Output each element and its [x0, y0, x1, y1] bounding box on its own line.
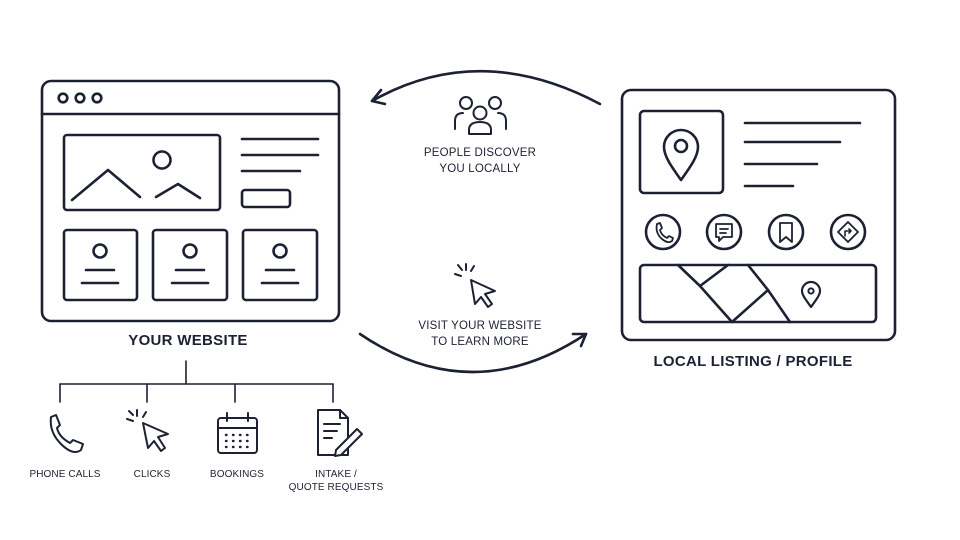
outcome-label: CLICKS [133, 469, 171, 480]
discover-caption: PEOPLE DISCOVER YOU LOCALLY [400, 145, 560, 177]
cursor-click-icon [454, 263, 496, 308]
outcome-clicks: CLICKS [112, 468, 192, 481]
visit-line-1: VISIT YOUR WEBSITE [418, 320, 542, 332]
visit-line-2: TO LEARN MORE [431, 336, 529, 348]
discover-line-1: PEOPLE DISCOVER [423, 147, 537, 159]
map-pin-icon [638, 109, 725, 195]
cursor-click-icon [126, 409, 169, 452]
profile-card-icon [151, 228, 229, 302]
outcome-label: PHONE CALLS [29, 469, 101, 480]
text-lines [240, 137, 320, 173]
listing-card [620, 88, 897, 342]
phone-icon [49, 414, 84, 453]
discover-line-2: YOU LOCALLY [439, 163, 521, 175]
phone-icon [644, 213, 682, 251]
flow-arrow-top [370, 69, 602, 106]
directions-icon [829, 213, 867, 251]
outcome-label: BOOKINGS [209, 469, 265, 480]
browser-window-icon [40, 79, 341, 323]
calendar-icon [217, 412, 258, 454]
visit-caption: VISIT YOUR WEBSITE TO LEARN MORE [390, 318, 570, 350]
outcome-bookings: BOOKINGS [192, 468, 282, 481]
profile-card-icon [62, 228, 139, 302]
outcome-label: INTAKE / [315, 469, 357, 480]
profile-card-icon [241, 228, 319, 302]
message-icon [705, 213, 743, 251]
form-edit-icon [317, 409, 363, 457]
website-label: YOUR WEBSITE [128, 332, 248, 349]
outcome-connector-tree [59, 360, 334, 403]
outcome-intake: INTAKE / QUOTE REQUESTS [281, 468, 391, 494]
listing-text-lines [743, 121, 862, 188]
people-group-icon [454, 96, 507, 135]
listing-label: LOCAL LISTING / PROFILE [653, 353, 853, 370]
image-placeholder-icon [62, 133, 222, 212]
flow-arrow-bottom [358, 332, 588, 374]
map-icon [638, 263, 878, 324]
outcome-label-line-2: QUOTE REQUESTS [288, 482, 384, 493]
outcome-phone-calls: PHONE CALLS [15, 468, 115, 481]
cta-button-shape [240, 188, 292, 209]
bookmark-icon [767, 213, 805, 251]
